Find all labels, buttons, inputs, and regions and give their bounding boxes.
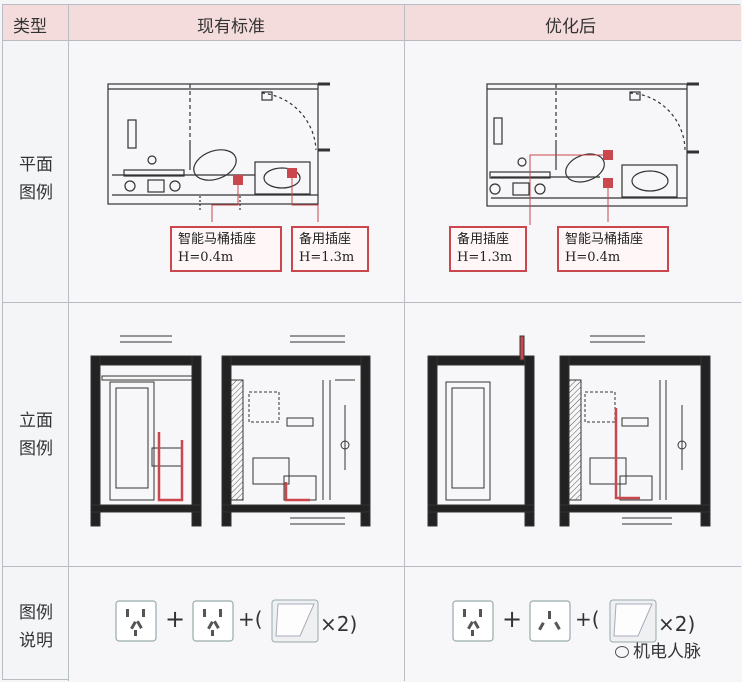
legend-close-current: ×2) [320,612,358,636]
legend-plus-optimized: + [502,605,523,633]
row-plan-label-2: 图例 [19,183,53,203]
header-optimized: 优化后 [545,17,596,37]
row-legend-label-1: 图例 [19,603,53,623]
callout-height: H=1.3m [457,250,513,265]
row-legend-label-cell: 图例 说明 [3,567,69,681]
plan-optimized-drawing [486,82,699,207]
elev-optimized-drawing [427,335,711,527]
header-current: 现有标准 [197,17,265,37]
callout-height: H=0.4m [178,250,234,265]
elev-current-conduit-a [157,432,184,502]
elev-current-conduit-b [284,482,310,502]
row-legend-label-2: 说明 [19,631,53,651]
socket-icon [452,600,494,642]
legend-open-optimized: +( [575,607,600,631]
callout-optimized-spare-socket: 备用插座 H=1.3m [449,226,527,272]
watermark: 机电人脉 [615,637,701,662]
three-pin-socket-icon [529,600,571,642]
header-optimized-cell: 优化后 [405,5,741,41]
plan-current-spare-socket [287,168,297,178]
row-elev-label-cell: 立面 图例 [3,303,69,567]
plan-current-leader-a [211,185,239,222]
plan-current-drawing [107,82,330,210]
plan-current-leader-b [291,178,319,222]
header-current-cell: 现有标准 [69,5,405,41]
row-elev-label-2: 图例 [19,439,53,459]
plan-optimized-toilet-socket [603,178,613,188]
callout-title: 智能马桶插座 [178,232,257,247]
legend-plus-current: + [165,605,186,633]
elev-optimized-conduit [614,408,640,500]
splash-cover-icon [609,599,657,643]
watermark-text: 机电人脉 [633,642,701,662]
callout-title: 备用插座 [299,232,352,247]
socket-icon [115,600,157,642]
header-type: 类型 [13,17,47,37]
socket-icon [192,600,234,642]
callout-current-spare-socket: 备用插座 H=1.3m [291,226,369,272]
callout-title: 备用插座 [457,232,510,247]
legend-close-optimized: ×2) [658,612,696,636]
callout-optimized-toilet-socket: 智能马桶插座 H=0.4m [557,226,669,272]
row-plan-label-cell: 平面 图例 [3,41,69,303]
row-plan-label-1: 平面 [19,155,53,175]
row-elev-label-1: 立面 [19,411,53,431]
callout-height: H=1.3m [299,250,355,265]
callout-height: H=0.4m [565,250,621,265]
callout-current-toilet-socket: 智能马桶插座 H=0.4m [170,226,282,272]
header-type-cell: 类型 [3,5,69,41]
elev-current-drawing [90,335,371,527]
splash-cover-icon [271,599,319,643]
callout-title: 智能马桶插座 [565,232,644,247]
plan-optimized-spare-socket [603,150,613,160]
plan-current-toilet-socket [233,175,243,185]
plan-optimized-leader-a [529,154,603,225]
wechat-icon [615,646,629,658]
legend-open-current: +( [238,607,263,631]
